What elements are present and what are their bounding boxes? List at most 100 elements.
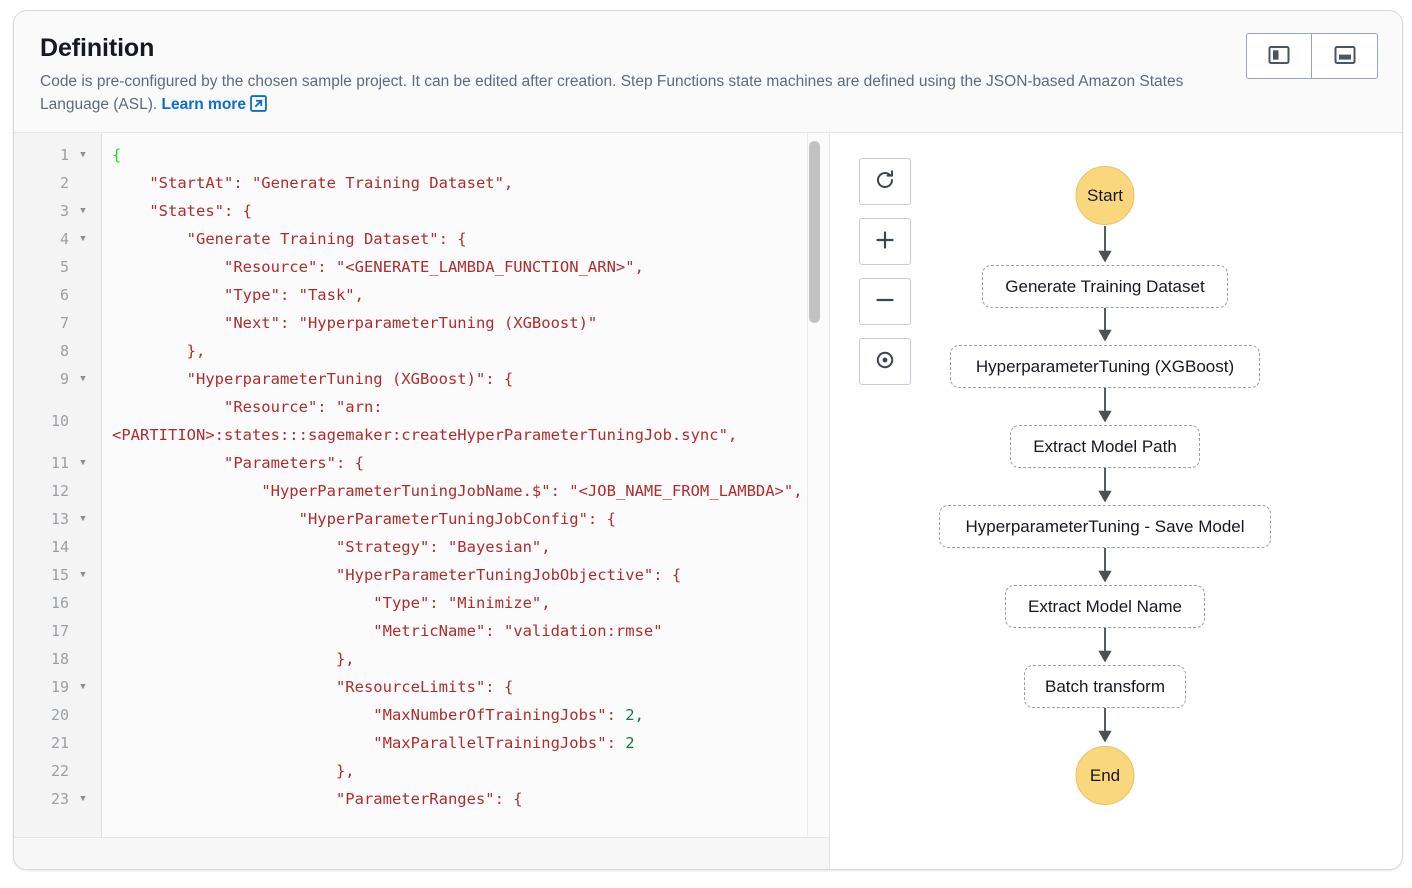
code-line: }, — [112, 757, 829, 785]
code-editor-panel: 1▼23▼4▼56789▼1011▼1213▼1415▼16171819▼202… — [14, 133, 830, 869]
line-number: 19 — [14, 673, 75, 701]
gutter-line: 7 — [14, 309, 101, 337]
line-number: 9 — [14, 365, 75, 393]
gutter-line: 4▼ — [14, 225, 101, 253]
code-line: "Strategy": "Bayesian", — [112, 533, 829, 561]
end-node-label: End — [1090, 766, 1120, 786]
line-number: 15 — [14, 561, 75, 589]
gutter-line: 3▼ — [14, 197, 101, 225]
start-node[interactable]: Start — [1076, 166, 1135, 225]
code-line: "HyperParameterTuningJobObjective": { — [112, 561, 829, 589]
line-number: 6 — [14, 281, 75, 309]
code-line: "Resource": "<GENERATE_LAMBDA_FUNCTION_A… — [112, 253, 829, 281]
code-line: "ParameterRanges": { — [112, 785, 829, 813]
code-line: "Parameters": { — [112, 449, 829, 477]
code-line: "MaxParallelTrainingJobs": 2 — [112, 729, 829, 757]
line-number: 23 — [14, 785, 75, 813]
gutter-line: 12 — [14, 477, 101, 505]
state-node-extract-model-name[interactable]: Extract Model Name — [1005, 585, 1205, 628]
gutter-line: 14 — [14, 533, 101, 561]
line-number: 8 — [14, 337, 75, 365]
gutter-line: 23▼ — [14, 785, 101, 813]
page-title: Definition — [40, 34, 1376, 63]
code-editor-footer — [14, 837, 829, 869]
line-number: 17 — [14, 617, 75, 645]
split-horizontal-view-button[interactable] — [1312, 34, 1377, 78]
fold-toggle-icon[interactable]: ▼ — [75, 515, 91, 524]
code-line: "MetricName": "validation:rmse" — [112, 617, 829, 645]
code-editor[interactable]: 1▼23▼4▼56789▼1011▼1213▼1415▼16171819▼202… — [14, 133, 829, 838]
fold-toggle-icon[interactable]: ▼ — [75, 571, 91, 580]
line-number: 21 — [14, 729, 75, 757]
code-scrollbar-thumb[interactable] — [809, 141, 820, 323]
line-number: 11 — [14, 449, 75, 477]
gutter-line: 11▼ — [14, 449, 101, 477]
fold-toggle-icon[interactable]: ▼ — [75, 235, 91, 244]
line-number: 1 — [14, 141, 75, 169]
gutter-line: 16 — [14, 589, 101, 617]
code-line: "HyperParameterTuningJobName.$": "<JOB_N… — [112, 477, 829, 505]
fold-toggle-icon[interactable]: ▼ — [75, 795, 91, 804]
fold-toggle-icon[interactable]: ▼ — [75, 375, 91, 384]
state-node-label: Batch transform — [1045, 677, 1165, 697]
definition-card: Definition Code is pre-configured by the… — [13, 10, 1403, 870]
gutter-line: 8 — [14, 337, 101, 365]
code-line: "Type": "Minimize", — [112, 589, 829, 617]
state-node-label: Generate Training Dataset — [1005, 277, 1204, 297]
state-node-hyperparametertuning-xgboost[interactable]: HyperparameterTuning (XGBoost) — [950, 345, 1260, 388]
gutter-line: 21 — [14, 729, 101, 757]
line-number: 12 — [14, 477, 75, 505]
line-number: 10 — [14, 407, 75, 435]
state-node-label: Extract Model Name — [1028, 597, 1182, 617]
line-number: 22 — [14, 757, 75, 785]
code-line: "StartAt": "Generate Training Dataset", — [112, 169, 829, 197]
state-machine-graph[interactable]: Start Generate Training Dataset Hyperpar… — [830, 133, 1402, 869]
code-line: }, — [112, 337, 829, 365]
editor-code-content[interactable]: { "StartAt": "Generate Training Dataset"… — [102, 133, 829, 838]
header-description: Code is pre-configured by the chosen sam… — [40, 70, 1220, 120]
code-line: }, — [112, 645, 829, 673]
state-node-generate-training-dataset[interactable]: Generate Training Dataset — [982, 265, 1228, 308]
gutter-line: 18 — [14, 645, 101, 673]
workflow-graph-panel: Start Generate Training Dataset Hyperpar… — [830, 133, 1402, 869]
line-number: 7 — [14, 309, 75, 337]
state-node-extract-model-path[interactable]: Extract Model Path — [1010, 425, 1200, 468]
gutter-line: 19▼ — [14, 673, 101, 701]
learn-more-link[interactable]: Learn more — [162, 96, 267, 113]
line-number: 3 — [14, 197, 75, 225]
code-line: "States": { — [112, 197, 829, 225]
state-node-label: HyperparameterTuning (XGBoost) — [976, 357, 1234, 377]
code-vertical-scrollbar[interactable] — [807, 133, 820, 838]
panel-bottom-layout-icon — [1334, 45, 1356, 68]
fold-toggle-icon[interactable]: ▼ — [75, 459, 91, 468]
state-node-hyperparametertuning-save-model[interactable]: HyperparameterTuning - Save Model — [939, 505, 1271, 548]
code-line: "MaxNumberOfTrainingJobs": 2, — [112, 701, 829, 729]
end-node[interactable]: End — [1076, 746, 1135, 805]
state-node-batch-transform[interactable]: Batch transform — [1024, 665, 1186, 708]
fold-toggle-icon[interactable]: ▼ — [75, 683, 91, 692]
gutter-line: 15▼ — [14, 561, 101, 589]
gutter-line: 22 — [14, 757, 101, 785]
line-number: 4 — [14, 225, 75, 253]
fold-toggle-icon[interactable]: ▼ — [75, 151, 91, 160]
line-number: 20 — [14, 701, 75, 729]
gutter-line: 6 — [14, 281, 101, 309]
split-vertical-view-button[interactable] — [1247, 34, 1312, 78]
code-line: "Generate Training Dataset": { — [112, 225, 829, 253]
line-number: 16 — [14, 589, 75, 617]
code-line: { — [112, 141, 829, 169]
panel-left-layout-icon — [1268, 45, 1290, 68]
definition-body: 1▼23▼4▼56789▼1011▼1213▼1415▼16171819▼202… — [14, 133, 1402, 869]
gutter-line: 20 — [14, 701, 101, 729]
fold-toggle-icon[interactable]: ▼ — [75, 207, 91, 216]
code-line: "ResourceLimits": { — [112, 673, 829, 701]
code-line: "HyperparameterTuning (XGBoost)": { — [112, 365, 829, 393]
learn-more-label: Learn more — [162, 96, 246, 113]
code-line: "Type": "Task", — [112, 281, 829, 309]
external-link-icon — [250, 95, 267, 120]
view-mode-toggle-group[interactable] — [1246, 33, 1378, 79]
gutter-line: 10 — [14, 393, 101, 449]
start-node-label: Start — [1087, 186, 1123, 206]
state-node-label: HyperparameterTuning - Save Model — [965, 517, 1244, 537]
